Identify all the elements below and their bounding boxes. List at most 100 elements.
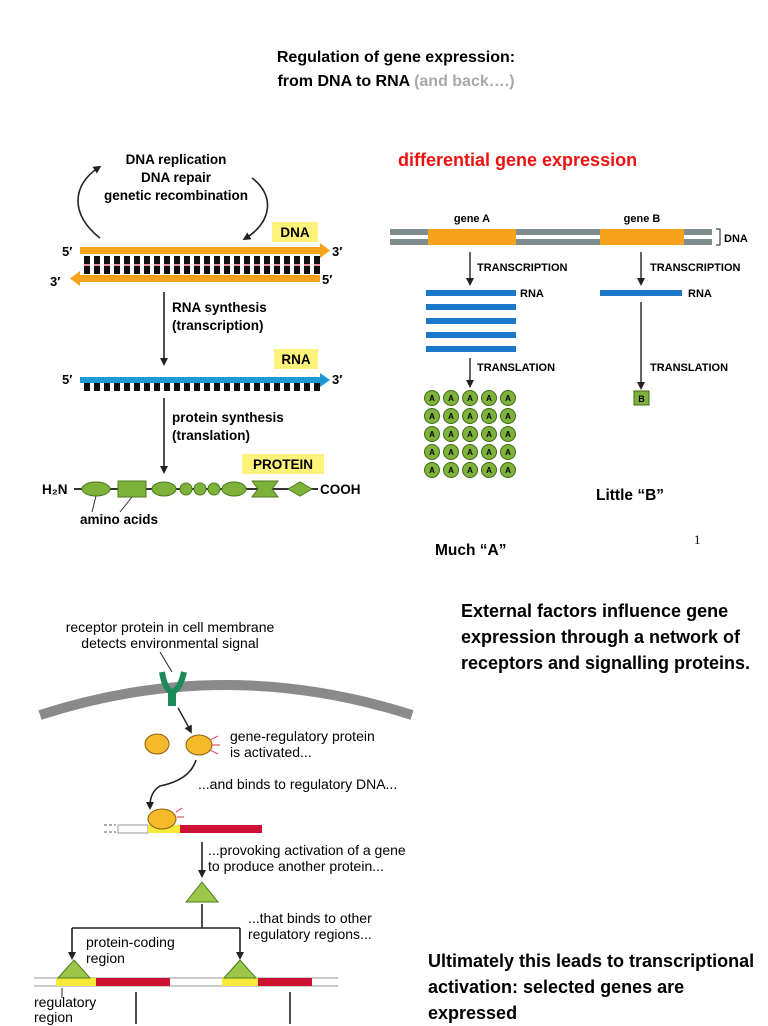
base-pair-top	[214, 256, 220, 264]
protein-a-letter: A	[505, 412, 511, 421]
title-line-1: Regulation of gene expression:	[276, 49, 516, 66]
base-pair-bond	[274, 264, 280, 266]
base-pair-bottom	[214, 266, 220, 274]
protein-a-letter: A	[448, 412, 454, 421]
base-pair-top	[114, 256, 120, 264]
base-pair-bottom	[84, 266, 90, 274]
base-pair-bond	[254, 264, 260, 266]
protein-a-circle	[481, 408, 497, 424]
protein-cooh: COOH	[320, 482, 361, 497]
base-pair-top	[254, 256, 260, 264]
base-pair-top	[314, 256, 320, 264]
protein-a-circle	[500, 444, 516, 460]
activated-line2: is activated...	[230, 744, 312, 760]
translation-a: TRANSLATION	[477, 362, 555, 374]
base-pair-bottom	[134, 266, 140, 274]
protein-a-circle	[462, 390, 478, 406]
base-pair-top	[164, 256, 170, 264]
base-pair-bottom	[244, 266, 250, 274]
base-pair-bond	[314, 264, 320, 266]
base-pair-top	[274, 256, 280, 264]
protein-a-circle	[481, 462, 497, 478]
base-pair-bottom	[104, 266, 110, 274]
base-pair-bottom	[124, 266, 130, 274]
much-a-label: Much “A”	[435, 542, 507, 559]
base-pair-bond	[284, 264, 290, 266]
gene-a-label: gene A	[454, 213, 490, 225]
protein-a-letter: A	[467, 394, 473, 403]
protein-coding-line2: region	[86, 950, 125, 966]
protein-coding-line1: protein-coding	[86, 934, 175, 950]
binds-other-line2: regulatory regions...	[248, 926, 372, 942]
dna-bottom-5prime: 5′	[322, 272, 332, 287]
protein-label-bg	[242, 454, 324, 474]
protein-a-circle	[443, 390, 459, 406]
dna-top-5prime: 5′	[62, 244, 72, 259]
protein-a-letter: A	[448, 466, 454, 475]
protein-a-letter: A	[486, 430, 492, 439]
base-pair-bond	[104, 264, 110, 266]
protein-a-letter: A	[467, 430, 473, 439]
gene-b-label: gene B	[624, 213, 661, 225]
base-pair-bottom	[314, 266, 320, 274]
protein-a-letter: A	[429, 412, 435, 421]
base-pair-bottom	[114, 266, 120, 274]
protein-a-circle	[481, 426, 497, 442]
base-pair-bond	[164, 264, 170, 266]
differential-heading: differential gene expression	[398, 150, 638, 170]
base-pair-bond	[94, 264, 100, 266]
rna-base	[124, 383, 130, 391]
rna-base	[284, 383, 290, 391]
base-pair-bond	[134, 264, 140, 266]
step2-line1: protein synthesis	[172, 410, 284, 425]
rna-base	[174, 383, 180, 391]
protein-a-letter: A	[429, 466, 435, 475]
base-pair-bottom	[284, 266, 290, 274]
base-pair-bond	[214, 264, 220, 266]
protein-a-circle	[481, 444, 497, 460]
protein-a-letter: A	[486, 466, 492, 475]
page-number: 1	[694, 532, 701, 547]
protein-a-circle	[424, 426, 440, 442]
protein-a-letter: A	[505, 466, 511, 475]
dna-base-pairs	[84, 256, 320, 274]
base-pair-top	[94, 256, 100, 264]
amino-acid-chain	[81, 480, 313, 498]
external-factors-text: External factors influence gene expressi…	[461, 601, 751, 673]
rna-base	[274, 383, 280, 391]
provoking-line2: to produce another protein...	[208, 858, 384, 874]
base-pair-bond	[234, 264, 240, 266]
ultimately-text: Ultimately this leads to transcriptional…	[428, 951, 755, 1023]
rna-base	[244, 383, 250, 391]
base-pair-bond	[294, 264, 300, 266]
protein-a-letter: A	[467, 412, 473, 421]
binds-other-line1: ...that binds to other	[248, 910, 372, 926]
base-pair-top	[244, 256, 250, 264]
base-pair-bottom	[94, 266, 100, 274]
title-line-2-grey: (and back….)	[414, 73, 515, 90]
protein-a-circle	[500, 462, 516, 478]
base-pair-top	[304, 256, 310, 264]
replication-arrow-left	[77, 165, 102, 239]
protein-a-letter: A	[448, 448, 454, 457]
base-pair-bottom	[154, 266, 160, 274]
dna-bottom-3prime: 3′	[50, 274, 60, 289]
rna-base	[84, 383, 90, 391]
base-pair-bottom	[304, 266, 310, 274]
base-pair-bottom	[224, 266, 230, 274]
protein-a-letter: A	[505, 394, 511, 403]
protein-a-circle	[443, 426, 459, 442]
rna-base	[114, 383, 120, 391]
title-line-2-main: from DNA to RNA	[277, 73, 410, 90]
protein-h2n: H₂N	[42, 482, 68, 497]
base-pair-top	[134, 256, 140, 264]
dna-label: DNA	[280, 225, 309, 240]
protein-a-letter: A	[505, 448, 511, 457]
receptor-protein	[159, 671, 187, 706]
protein-a-circle	[462, 462, 478, 478]
base-pair-bottom	[294, 266, 300, 274]
protein-a-circle	[424, 390, 440, 406]
